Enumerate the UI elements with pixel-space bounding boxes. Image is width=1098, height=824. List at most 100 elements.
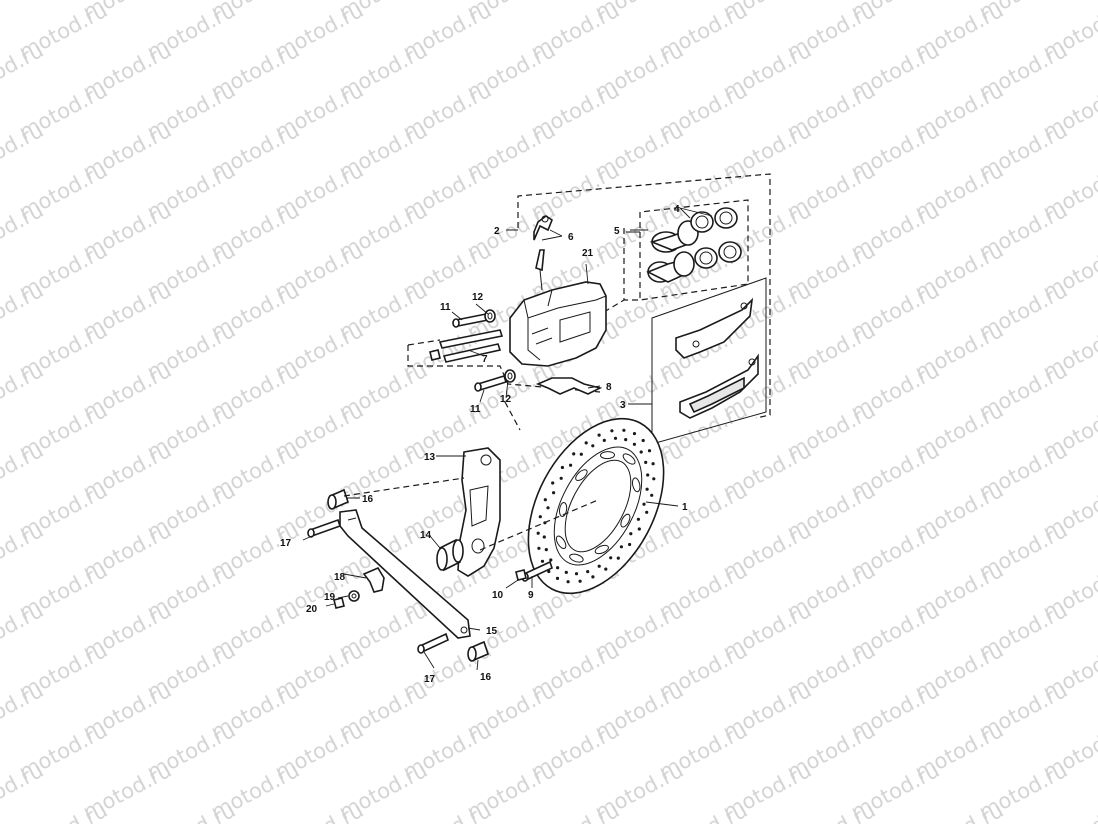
pad-pin-lower <box>429 343 502 363</box>
pad-spring <box>535 377 603 395</box>
callout-6: 6 <box>568 232 574 243</box>
disc-hole <box>584 441 588 445</box>
disc-hole <box>537 546 541 550</box>
disc-hole <box>616 556 620 560</box>
caliper-washer-upper <box>484 309 496 323</box>
callout-16-upper: 16 <box>362 494 374 505</box>
torque-link-bolt-upper <box>307 518 342 538</box>
disc-carrier-slot <box>555 535 567 550</box>
alignment-line-caliper <box>504 401 521 431</box>
disc-carrier-slot <box>631 477 641 493</box>
disc-hole <box>609 556 613 560</box>
callout-20: 20 <box>306 604 318 615</box>
disc-carrier-slot <box>594 544 609 555</box>
callout-18: 18 <box>334 572 346 583</box>
caliper-bolt-upper <box>452 313 490 328</box>
callout-13: 13 <box>424 452 436 463</box>
disc-hole <box>647 449 652 453</box>
disc-hole <box>569 463 573 467</box>
disc-hole <box>559 476 563 480</box>
disc-hole <box>629 532 633 536</box>
disc-hole <box>624 438 628 442</box>
callout-11-upper: 11 <box>440 302 451 313</box>
disc-hole <box>597 433 601 437</box>
clip-washer <box>333 597 345 609</box>
caliper-body <box>509 281 607 367</box>
disc-hole <box>628 542 632 547</box>
disc-hole <box>645 487 649 491</box>
callout-8: 8 <box>606 382 612 393</box>
caliper-assembly-group-outline <box>517 173 771 419</box>
seal-rings <box>690 207 742 269</box>
disc-hole <box>639 450 643 454</box>
disc-hole <box>641 438 645 443</box>
disc-carrier-slot <box>622 453 636 465</box>
disc-hole <box>637 527 641 531</box>
disc-hole <box>632 442 637 446</box>
disc-hole <box>560 465 565 470</box>
disc-carrier-slot <box>575 469 588 481</box>
callout-17-upper: 17 <box>280 538 292 549</box>
disc-hole <box>552 491 556 495</box>
alignment-line-disc-center <box>479 499 599 551</box>
disc-hole <box>540 559 545 563</box>
disc-hole <box>646 473 650 477</box>
caliper-washer-lower <box>504 369 516 383</box>
brake-disc <box>527 417 665 595</box>
disc-hole <box>650 493 654 497</box>
disc-hole <box>544 548 548 552</box>
callout-4: 4 <box>674 204 680 215</box>
piston-upper <box>649 220 699 253</box>
callout-12-upper: 12 <box>472 292 484 303</box>
disc-hole <box>591 575 595 579</box>
leader-lines <box>302 207 713 671</box>
disc-hole <box>632 432 637 436</box>
disc-hole <box>597 564 601 568</box>
caliper-bolt-lower <box>474 375 508 392</box>
disc-hole <box>572 452 576 456</box>
disc-hole <box>652 477 656 481</box>
callout-7: 7 <box>482 354 488 365</box>
disc-hole <box>543 498 547 502</box>
disc-hole <box>651 462 655 466</box>
disc-carrier-slot <box>569 553 584 563</box>
disc-carrier-slot <box>558 502 568 517</box>
bushing-lower <box>467 640 489 662</box>
disc-hole <box>564 570 568 575</box>
disc-hole <box>574 572 579 576</box>
torque-link <box>339 509 471 639</box>
callout-16-lower: 16 <box>480 672 492 683</box>
disc-hole <box>622 428 626 432</box>
callout-11-lower: 11 <box>470 404 481 415</box>
disc-hole <box>610 429 614 433</box>
disc-hole <box>602 438 606 442</box>
bleeder-valve <box>533 215 553 291</box>
bushing-upper <box>327 488 349 510</box>
callout-2: 2 <box>494 226 500 237</box>
disc-hole <box>538 515 542 519</box>
disc-carrier-slot <box>600 451 615 460</box>
axle-collar <box>436 538 464 572</box>
brake-pad-upper <box>675 297 754 359</box>
callout-3: 3 <box>620 400 626 411</box>
disc-hole <box>644 460 648 464</box>
clip-nut <box>348 590 360 602</box>
disc-hole <box>549 558 553 562</box>
disc-carrier-slot <box>620 513 631 528</box>
disc-hole <box>586 570 590 574</box>
disc-hole <box>579 452 583 456</box>
disc-hole <box>542 535 546 539</box>
caliper-bracket <box>457 447 501 577</box>
callout-5: 5 <box>614 226 620 237</box>
disc-hole <box>636 517 641 521</box>
piston-lower <box>646 251 695 283</box>
disc-hole <box>546 506 550 510</box>
disc-hole <box>604 567 608 571</box>
callout-1: 1 <box>682 502 688 513</box>
disc-hole <box>536 531 540 535</box>
disc-hole <box>578 579 582 583</box>
caliper-assembly-group-outline-lower <box>407 345 601 393</box>
callout-21: 21 <box>582 248 594 259</box>
hose-clip <box>362 566 385 593</box>
